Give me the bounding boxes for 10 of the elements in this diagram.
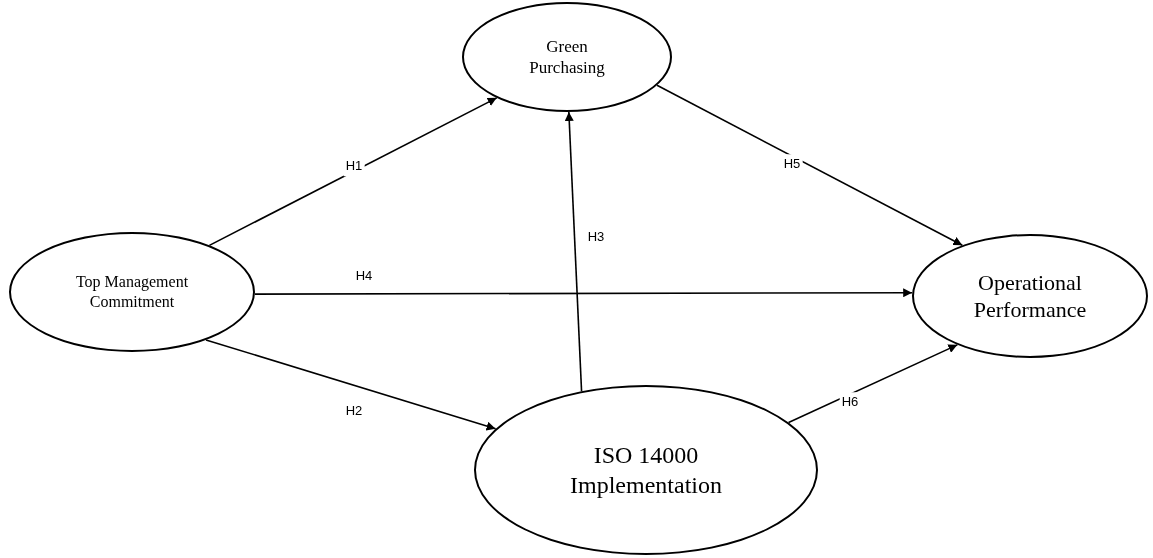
arrow [787,344,959,424]
construct-label: Green Purchasing [528,35,606,79]
construct-label: Operational Performance [972,268,1088,324]
arrow [656,84,964,246]
construct-label: ISO 14000 Implementation [569,441,723,500]
construct-label: Top Management Commitment [74,272,190,312]
arrow [564,111,583,392]
arrow [254,288,913,298]
arrow [205,339,497,431]
arrow [208,97,498,247]
